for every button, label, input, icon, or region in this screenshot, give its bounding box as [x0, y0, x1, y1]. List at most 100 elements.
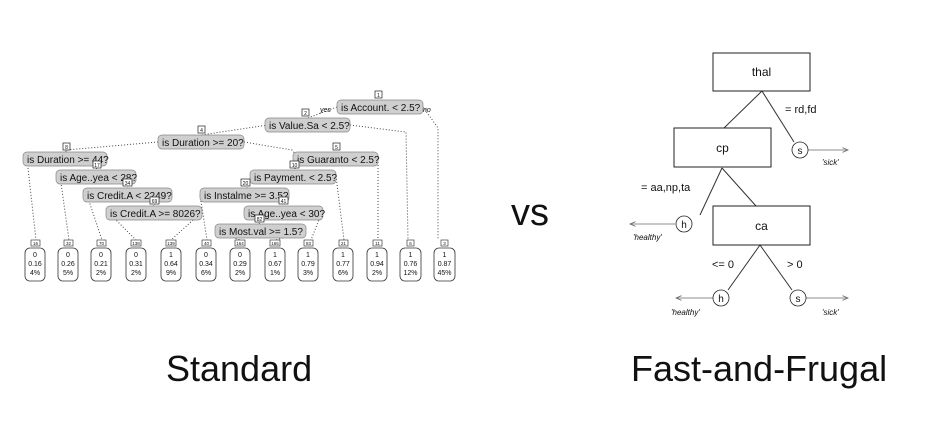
cue-label: ca	[755, 219, 768, 233]
leaf-prob: 0.34	[199, 261, 213, 268]
leaf-pct: 1%	[270, 270, 280, 277]
split-node: 82 is Most.val >= 1.5?	[214, 214, 307, 239]
edge	[761, 90, 795, 143]
leaf-prob: 0.26	[61, 261, 75, 268]
leaf-class: 0	[134, 252, 138, 259]
leaf-prob: 0.16	[28, 261, 42, 268]
exit-label: 'healthy'	[671, 308, 700, 317]
split-label: is Instalme >= 3.5?	[204, 191, 289, 202]
fft-cue-nodes: thal cp ca	[673, 52, 811, 246]
leaf-id: 83	[306, 241, 312, 246]
leaf-id: 21	[341, 241, 347, 246]
node-id: 4	[200, 128, 203, 134]
leaf-class: 0	[99, 252, 103, 259]
edge	[727, 244, 761, 291]
fft-arrows	[630, 150, 848, 298]
leaf-class: 1	[375, 252, 379, 259]
node-id: 34	[125, 181, 131, 187]
fft-condition-labels: = rd,fd = aa,np,ta <= 0 > 0	[641, 104, 817, 271]
exit-node-sick: s 'sick'	[789, 289, 839, 317]
node-id: 82	[257, 217, 263, 223]
leaf-pct: 9%	[166, 270, 176, 277]
exit-node-healthy: h 'healthy'	[671, 289, 730, 317]
leaf-class: 0	[238, 252, 242, 259]
split-node: 1 is Account. < 2.5? yes no	[319, 90, 431, 115]
leaf-pct: 2%	[372, 270, 382, 277]
leaf-node: 138 0 0.31 2%	[125, 239, 147, 282]
condition-label: <= 0	[712, 259, 734, 271]
split-label: is Duration >= 44?	[27, 155, 109, 166]
leaf-node: 165 1 0.67 1%	[264, 239, 286, 282]
edge	[243, 141, 298, 157]
split-node: 20 is Instalme >= 3.5?	[199, 178, 290, 203]
fft-exit-nodes: s 'sick' h 'healthy' h 'healthy' s 'sick…	[633, 141, 839, 317]
leaf-id: 164	[236, 241, 244, 246]
leaf-node: 3 1 0.87 45%	[433, 239, 456, 282]
vs-label: vs	[511, 192, 549, 234]
cue-node-cp: cp	[673, 127, 772, 168]
fft-caption: Fast-and-Frugal	[631, 348, 888, 389]
leaf-id: 139	[167, 241, 175, 246]
split-label: is Credit.A < 2249?	[87, 191, 172, 202]
leaf-node: 16 0 0.16 4%	[24, 239, 46, 282]
leaf-class: 0	[33, 252, 37, 259]
split-node: 5 is Guaranto < 2.5?	[292, 142, 380, 167]
yes-label: yes	[319, 107, 331, 114]
exit-letter: h	[681, 220, 687, 231]
leaf-id: 40	[204, 241, 210, 246]
leaf-id: 32	[66, 241, 72, 246]
split-node: 2 is Value.Sa < 2.5?	[264, 108, 351, 133]
leaf-id: 165	[271, 241, 279, 246]
leaf-node: 70 0 0.21 2%	[90, 239, 112, 282]
split-label: is Account. < 2.5?	[341, 103, 421, 114]
edge	[86, 194, 103, 241]
cue-node-ca: ca	[712, 205, 811, 246]
edge	[349, 124, 409, 241]
node-id: 1	[377, 93, 380, 99]
exit-label: 'sick'	[822, 308, 839, 317]
leaf-prob: 0.77	[336, 261, 350, 268]
split-label: is Value.Sa < 2.5?	[269, 121, 350, 132]
cue-label: cp	[716, 141, 729, 155]
no-label: no	[423, 107, 431, 114]
leaf-prob: 0.29	[233, 261, 247, 268]
split-node: 8 is Duration >= 44?	[22, 142, 109, 167]
leaf-pct: 2%	[131, 270, 141, 277]
leaf-pct: 3%	[303, 270, 313, 277]
leaf-pct: 12%	[403, 270, 417, 277]
exit-letter: s	[796, 294, 801, 305]
node-id: 20	[243, 181, 249, 187]
edge	[59, 175, 70, 241]
leaf-id: 16	[33, 241, 39, 246]
exit-label: 'healthy'	[633, 233, 662, 242]
edge	[759, 244, 793, 291]
leaf-node: 83 1 0.79 3%	[297, 239, 319, 282]
leaf-node: 164 0 0.29 2%	[229, 239, 251, 282]
leaf-prob: 0.67	[268, 261, 282, 268]
leaf-pct: 6%	[201, 270, 211, 277]
split-label: is Age..yea < 30?	[248, 209, 325, 220]
node-id: 8	[65, 145, 68, 151]
condition-label: > 0	[787, 259, 803, 271]
leaf-class: 1	[409, 252, 413, 259]
exit-letter: s	[798, 146, 803, 157]
leaf-prob: 0.31	[129, 261, 143, 268]
edge	[310, 211, 323, 241]
split-label: is Guaranto < 2.5?	[297, 155, 380, 166]
node-id: 10	[292, 163, 298, 169]
leaf-class: 1	[341, 252, 345, 259]
cue-node-thal: thal	[712, 52, 811, 92]
leaf-pct: 6%	[338, 270, 348, 277]
leaf-id: 11	[375, 241, 380, 246]
edge	[699, 167, 723, 216]
edge	[721, 167, 757, 207]
node-id: 69	[152, 199, 158, 205]
standard-caption: Standard	[166, 348, 313, 389]
edge	[335, 175, 345, 241]
leaf-node: 21 1 0.77 6%	[332, 239, 354, 282]
leaf-id: 3	[443, 241, 446, 246]
leaf-class: 1	[273, 252, 277, 259]
split-node: 4 is Duration >= 20?	[157, 125, 245, 150]
condition-label: = aa,np,ta	[641, 182, 691, 194]
leaf-class: 0	[66, 252, 70, 259]
